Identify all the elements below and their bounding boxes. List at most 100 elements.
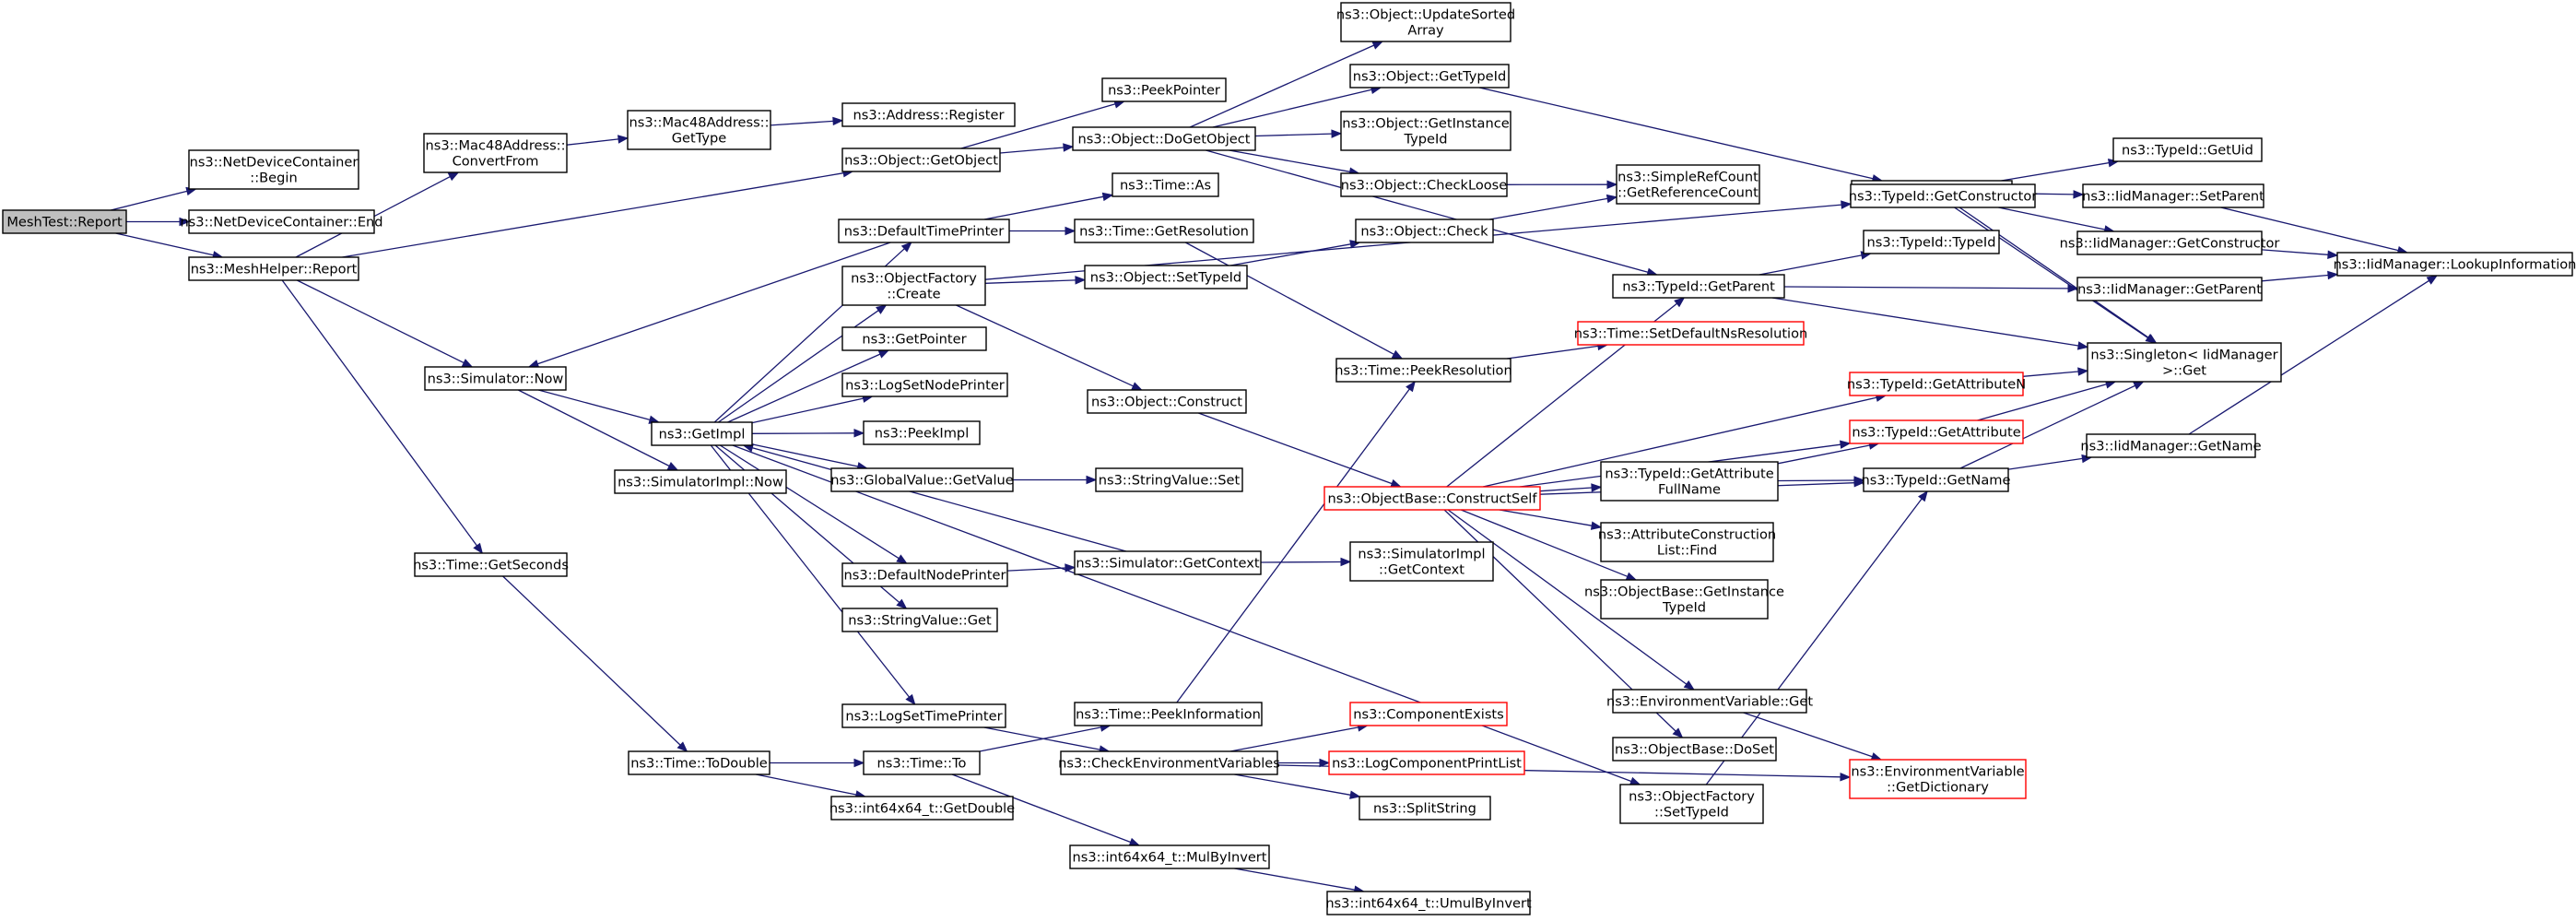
node-label: ns3::SimpleRefCount <box>1617 170 1759 185</box>
node-int64GetDouble[interactable]: ns3::int64x64_t::GetDouble <box>829 796 1015 821</box>
node-splitString[interactable]: ns3::SplitString <box>1359 796 1491 821</box>
node-setDefaultNs[interactable]: ns3::Time::SetDefaultNsResolution <box>1574 321 1808 346</box>
node-checkEnvVars[interactable]: ns3::CheckEnvironmentVariables <box>1058 750 1280 775</box>
node-addrRegister[interactable]: ns3::Address::Register <box>841 102 1016 127</box>
edge-meshReport-to-simNow <box>297 279 474 368</box>
node-label: ns3::Singleton< IidManager <box>2090 348 2277 363</box>
edge-defaultTimePrinter-to-simNow <box>527 242 891 369</box>
node-logSetTimePrinter[interactable]: ns3::LogSetTimePrinter <box>841 703 1006 728</box>
node-box <box>1850 183 2036 208</box>
node-peekPointer[interactable]: ns3::PeekPointer <box>1101 77 1227 102</box>
node-componentExists[interactable]: ns3::ComponentExists <box>1349 702 1508 726</box>
node-getPointer[interactable]: ns3::GetPointer <box>841 326 987 351</box>
node-label: ns3::Object::GetObject <box>844 153 998 169</box>
edge-line <box>979 726 1101 752</box>
node-timeToDouble[interactable]: ns3::Time::ToDouble <box>628 750 770 775</box>
node-box <box>830 467 1014 492</box>
node-getObject[interactable]: ns3::Object::GetObject <box>841 148 1001 172</box>
node-peekResolution[interactable]: ns3::Time::PeekResolution <box>1335 358 1512 383</box>
node-getAttributeN[interactable]: ns3::TypeId::GetAttributeN <box>1847 372 2026 396</box>
node-root[interactable]: MeshTest::Report <box>2 209 127 234</box>
node-iidGetParent[interactable]: ns3::IidManager::GetParent <box>2076 277 2263 301</box>
node-simNow[interactable]: ns3::Simulator::Now <box>424 366 567 391</box>
node-ndcBegin[interactable]: ns3::NetDeviceContainer::Begin <box>188 149 359 190</box>
node-globalGetValue[interactable]: ns3::GlobalValue::GetValue <box>830 467 1014 492</box>
node-label: ns3::Simulator::Now <box>428 372 564 387</box>
edge-arrowhead <box>1128 837 1141 846</box>
node-label: ns3::Mac48Address:: <box>629 115 769 131</box>
node-envGetDictionary[interactable]: ns3::EnvironmentVariable::GetDictionary <box>1849 759 2027 799</box>
node-typeGetName[interactable]: ns3::TypeId::GetName <box>1862 467 2011 492</box>
node-getUid[interactable]: ns3::TypeId::GetUid <box>2112 137 2263 162</box>
node-iidGetConstructor[interactable]: ns3::IidManager::GetConstructor <box>2060 230 2280 255</box>
node-envGet[interactable]: ns3::EnvironmentVariable::Get <box>1606 689 1813 714</box>
node-box <box>841 372 1008 397</box>
edge-arrowhead <box>900 242 912 253</box>
node-label: ::GetDictionary <box>1887 780 1989 796</box>
edge-line <box>1184 242 1394 355</box>
node-box <box>2076 277 2263 301</box>
node-getAttribute[interactable]: ns3::TypeId::GetAttribute <box>1849 419 2024 444</box>
node-refCount[interactable]: ns3::SimpleRefCount::GetReferenceCount <box>1616 164 1760 205</box>
node-timePeekInfo[interactable]: ns3::Time::PeekInformation <box>1074 702 1263 726</box>
node-objSetTypeId[interactable]: ns3::Object::SetTypeId <box>1084 265 1248 289</box>
edge-getObject-to-doGetObject <box>999 143 1075 154</box>
node-timeGetResolution[interactable]: ns3::Time::GetResolution <box>1074 218 1254 243</box>
node-mulByInvert[interactable]: ns3::int64x64_t::MulByInvert <box>1069 844 1270 869</box>
node-umulByInvert[interactable]: ns3::int64x64_t::UmulByInvert <box>1325 891 1532 915</box>
node-simGetContext[interactable]: ns3::Simulator::GetContext <box>1074 550 1262 575</box>
edge-line <box>1948 203 2148 338</box>
node-logSetNodePrinter[interactable]: ns3::LogSetNodePrinter <box>841 372 1008 397</box>
edge-arrowhead <box>2327 250 2339 260</box>
node-simImplGetContext[interactable]: ns3::SimulatorImpl::GetContext <box>1349 541 1494 582</box>
node-timeGetSeconds[interactable]: ns3::Time::GetSeconds <box>413 552 569 577</box>
node-defaultTimePrinter[interactable]: ns3::DefaultTimePrinter <box>838 218 1010 243</box>
node-convertFrom[interactable]: ns3::Mac48Address::ConvertFrom <box>423 133 568 173</box>
node-getConstructor[interactable]: ns3::TypeId::GetConstructor <box>1849 183 2038 208</box>
node-typeTypeId[interactable]: ns3::TypeId::TypeId <box>1863 230 2000 254</box>
node-iidSetParent[interactable]: ns3::IidManager::SetParent <box>2082 183 2264 208</box>
node-simImplNow[interactable]: ns3::SimulatorImpl::Now <box>614 469 787 494</box>
node-label: List::Find <box>1657 543 1717 559</box>
node-checkLoose[interactable]: ns3::Object::CheckLoose <box>1340 172 1508 197</box>
node-objFactorySetTypeId[interactable]: ns3::ObjectFactory::SetTypeId <box>1619 784 1764 824</box>
node-typeGetParent[interactable]: ns3::TypeId::GetParent <box>1612 274 1785 299</box>
node-doGetObject[interactable]: ns3::Object::DoGetObject <box>1072 126 1256 151</box>
node-objCheck[interactable]: ns3::Object::Check <box>1355 218 1494 243</box>
node-box <box>1349 702 1508 726</box>
node-ndcEnd[interactable]: ns3::NetDeviceContainer::End <box>180 209 383 234</box>
edge-line <box>111 190 188 211</box>
node-getImpl[interactable]: ns3::GetImpl <box>651 421 753 446</box>
node-stringValueGet[interactable]: ns3::StringValue::Get <box>841 608 998 632</box>
node-objGetTypeId[interactable]: ns3::Object::GetTypeId <box>1349 64 1510 89</box>
node-iidGetName[interactable]: ns3::IidManager::GetName <box>2080 433 2262 458</box>
node-lookupInfo[interactable]: ns3::IidManager::LookupInformation <box>2334 252 2576 277</box>
node-peekImpl[interactable]: ns3::PeekImpl <box>863 420 981 445</box>
edge-arrowhead <box>1075 276 1087 285</box>
node-constructSelf[interactable]: ns3::ObjectBase::ConstructSelf <box>1323 486 1541 511</box>
node-objFactoryCreate[interactable]: ns3::ObjectFactory::Create <box>841 266 986 306</box>
node-getType[interactable]: ns3::Mac48Address::GetType <box>627 110 771 150</box>
edge-defaultTimePrinter-to-timeGetResolution <box>1009 226 1076 236</box>
node-box <box>863 750 981 775</box>
node-label: ns3::Time::GetSeconds <box>413 558 569 573</box>
node-timeTo[interactable]: ns3::Time::To <box>863 750 981 775</box>
node-objConstruct[interactable]: ns3::Object::Construct <box>1087 389 1247 414</box>
edge-arrowhead <box>2076 341 2089 350</box>
node-meshReport[interactable]: ns3::MeshHelper::Report <box>188 256 359 281</box>
edge-arrowhead <box>179 217 191 227</box>
node-singletonGet[interactable]: ns3::Singleton< IidManager>::Get <box>2087 342 2282 383</box>
node-defaultNodePrinter[interactable]: ns3::DefaultNodePrinter <box>841 562 1008 587</box>
node-logComponentPrintList[interactable]: ns3::LogComponentPrintList <box>1328 750 1525 775</box>
node-box <box>1323 486 1541 511</box>
node-stringValueSet[interactable]: ns3::StringValue::Set <box>1095 467 1243 492</box>
node-label: ns3::TypeId::GetAttribute <box>1605 466 1773 482</box>
node-obDoSet[interactable]: ns3::ObjectBase::DoSet <box>1612 737 1777 762</box>
node-timeAs[interactable]: ns3::Time::As <box>1112 172 1219 197</box>
edge-arrowhead <box>1629 776 1641 785</box>
